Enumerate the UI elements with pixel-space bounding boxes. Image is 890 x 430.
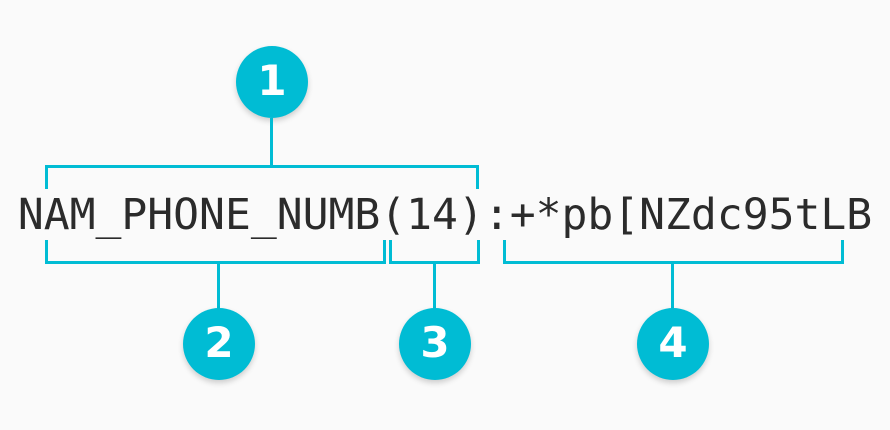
marker-circle-2: 2 [183, 308, 255, 380]
marker-circle-1: 1 [236, 46, 308, 118]
marker-stem-1 [270, 118, 273, 167]
marker-stem-4 [671, 262, 674, 310]
bracket-segment-2 [45, 240, 386, 264]
marker-label-3: 3 [420, 318, 450, 367]
marker-label-4: 4 [658, 318, 688, 367]
marker-circle-3: 3 [399, 308, 471, 380]
marker-label-1: 1 [257, 56, 287, 105]
marker-circle-4: 4 [637, 308, 709, 380]
bracket-segment-1 [45, 165, 479, 189]
marker-stem-2 [217, 262, 220, 310]
marker-label-2: 2 [204, 318, 234, 367]
marker-stem-3 [433, 262, 436, 310]
code-string: NAM_PHONE_NUMB(14):+*pb[NZdc95tLB [17, 190, 873, 240]
bracket-segment-4 [503, 240, 844, 264]
bracket-segment-3 [389, 240, 480, 264]
